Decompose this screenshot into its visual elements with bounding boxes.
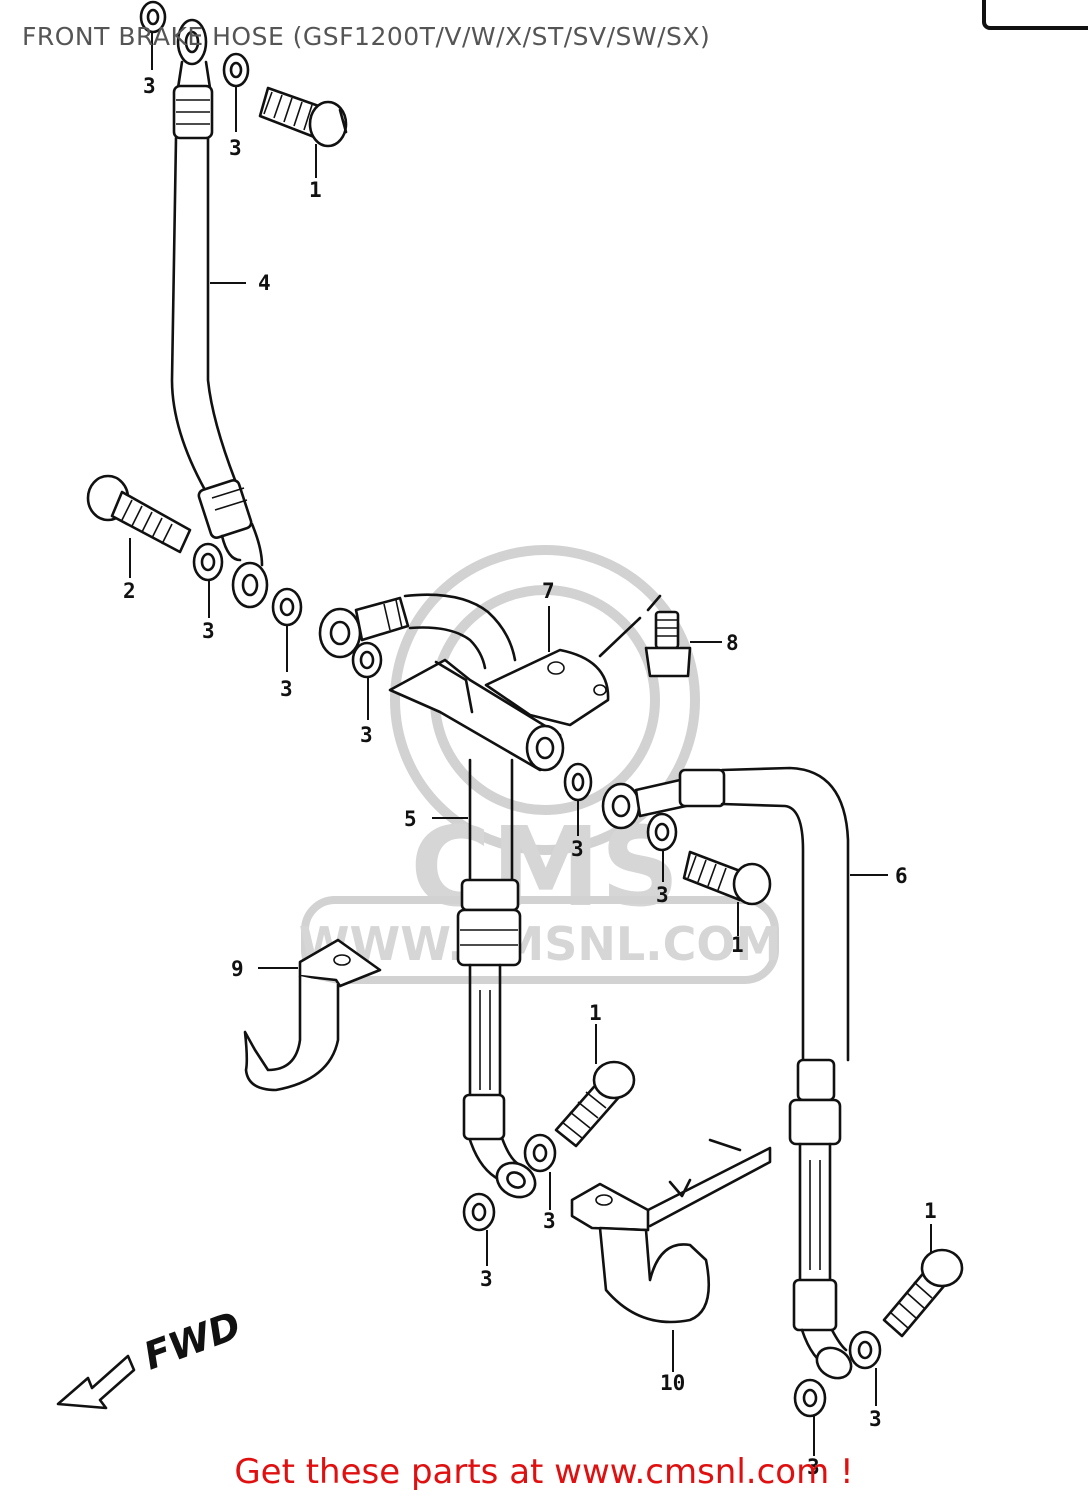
- washer-joint-right: [563, 762, 593, 802]
- washer-mid-right: [271, 587, 303, 627]
- page-corner-mark: [982, 0, 1088, 30]
- washer-hose6-upper: [646, 812, 678, 852]
- joint-bolt-8: [598, 594, 692, 678]
- banjo-bolt-2: [86, 474, 192, 554]
- washer-top-right: [222, 52, 250, 88]
- callout-1-mid-right: 1: [731, 933, 744, 957]
- banjo-bolt-mid-right: [682, 850, 772, 906]
- callout-3-top-right: 3: [229, 136, 242, 160]
- callout-labels: 3 3 1 4 2 3 3 3 7 8 5 3 3 1 6 9 1 3 3 1 …: [123, 74, 937, 1479]
- brake-hose-6: [601, 766, 853, 1380]
- callout-1-center-lower: 1: [589, 1001, 602, 1025]
- watermark-logo-text: CMS: [410, 803, 679, 931]
- callout-9: 9: [231, 957, 244, 981]
- callout-7: 7: [542, 579, 555, 603]
- watermark-logo: CMS WWW.CMSNL.COM: [299, 545, 782, 984]
- callout-6: 6: [895, 864, 908, 888]
- brake-hose-4: [170, 18, 269, 609]
- callout-1-lower-right: 1: [924, 1199, 937, 1223]
- callout-1-top: 1: [309, 178, 322, 202]
- callout-3-top-left: 3: [143, 74, 156, 98]
- washer-lower-right-b: [793, 1378, 827, 1418]
- washer-lower-center-b: [462, 1192, 496, 1232]
- banjo-bolt-top: [258, 86, 348, 148]
- callout-3-lower-right-b: 3: [807, 1455, 820, 1479]
- callout-10: 10: [660, 1371, 685, 1395]
- banjo-bolt-center-lower: [554, 1060, 636, 1148]
- hose-clamp-10: [570, 1138, 772, 1324]
- watermark-url-text: WWW.CMSNL.COM: [299, 917, 782, 971]
- banjo-bolt-lower-right: [882, 1248, 964, 1338]
- washer-lower-center-a: [523, 1133, 557, 1173]
- washer-joint-left: [351, 641, 383, 679]
- callout-2: 2: [123, 579, 136, 603]
- fwd-label: FWD: [138, 1303, 246, 1378]
- footer-promo-link[interactable]: Get these parts at www.cmsnl.com !: [234, 1452, 854, 1492]
- callout-3-lower-center-b: 3: [480, 1267, 493, 1291]
- callout-3-lower-center-a: 3: [543, 1209, 556, 1233]
- washer-top-left: [139, 0, 167, 34]
- callout-3-hose6-upper: 3: [656, 883, 669, 907]
- callout-3-mid-left: 3: [202, 619, 215, 643]
- callout-3-mid: 3: [280, 677, 293, 701]
- leader-lines: [129, 32, 932, 1456]
- callout-4: 4: [258, 271, 271, 295]
- callout-5: 5: [404, 807, 417, 831]
- washer-mid-left: [192, 542, 224, 582]
- washer-lower-right-a: [848, 1330, 882, 1370]
- callout-3-joint-left: 3: [360, 723, 373, 747]
- callout-3-lower-right-a: 3: [869, 1407, 882, 1431]
- callout-8: 8: [726, 631, 739, 655]
- brake-hose-5: [456, 758, 537, 1199]
- brake-hose-joint-7: [388, 648, 610, 772]
- page-title: FRONT BRAKE HOSE (GSF1200T/V/W/X/ST/SV/S…: [22, 22, 711, 51]
- banjo-fitting-upper: [318, 593, 517, 670]
- hose-clamp-9: [243, 938, 382, 1092]
- callout-3-joint-right: 3: [571, 837, 584, 861]
- fwd-arrow: FWD: [56, 1303, 247, 1410]
